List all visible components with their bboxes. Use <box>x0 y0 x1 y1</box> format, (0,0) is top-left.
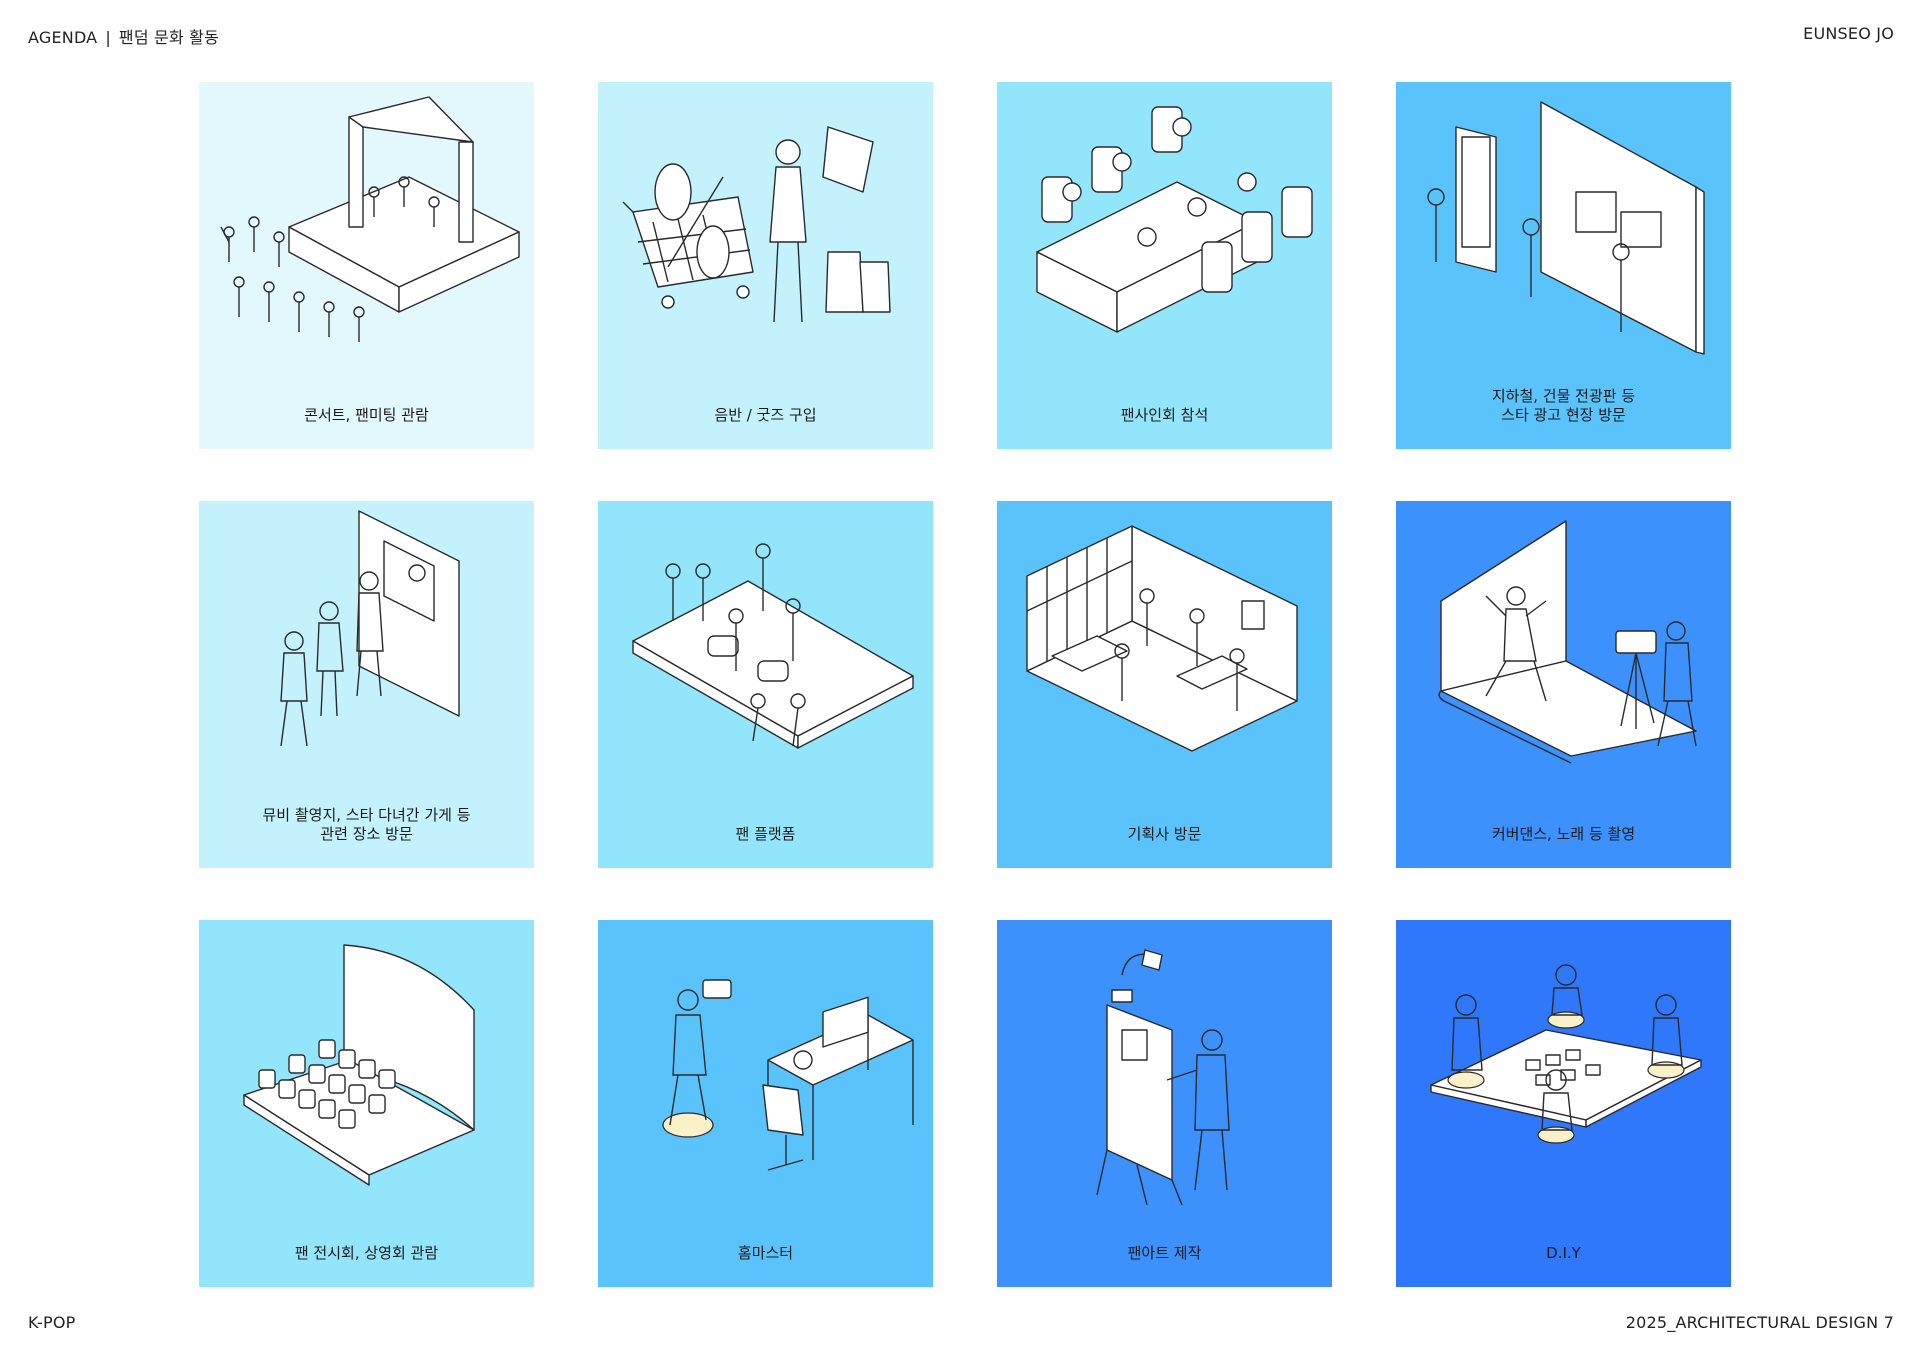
header-separator: | <box>105 28 111 47</box>
footer-course: 2025_ARCHITECTURAL DESIGN 7 <box>1625 1313 1894 1332</box>
diy-workshop-icon <box>1430 964 1702 1144</box>
card-billboard: 지하철, 건물 전광판 등 스타 광고 현장 방문 <box>1396 82 1731 449</box>
card-label: 기획사 방문 <box>1127 825 1202 843</box>
phone-platform-icon <box>632 543 914 749</box>
photographer-icon <box>662 979 914 1171</box>
card-agency: 기획사 방문 <box>997 501 1332 868</box>
card-label: 음반 / 굿즈 구입 <box>714 406 817 424</box>
screening-seats-icon <box>243 944 475 1186</box>
card-label: 커버댄스, 노래 등 촬영 <box>1491 825 1636 843</box>
card-label: 콘서트, 팬미팅 관람 <box>304 406 429 424</box>
fansign-table-icon <box>1036 106 1313 333</box>
card-label: 팬아트 제작 <box>1127 1244 1202 1262</box>
easel-drawing-icon <box>1096 949 1230 1206</box>
card-label: 홈마스터 <box>737 1244 794 1262</box>
card-screening: 팬 전시회, 상영회 관람 <box>199 920 534 1287</box>
camera-tripod-icon <box>1438 520 1697 764</box>
shop-window-icon <box>280 510 460 747</box>
card-label: 팬사인회 참석 <box>1120 406 1209 424</box>
billboard-icon <box>1427 101 1705 355</box>
header-agenda: AGENDA | 팬덤 문화 활동 <box>28 24 219 48</box>
footer-category: K-POP <box>28 1313 76 1332</box>
card-home-master: 홈마스터 <box>598 920 933 1287</box>
page-title: 팬덤 문화 활동 <box>118 28 220 47</box>
shopping-cart-icon <box>622 126 891 323</box>
card-fan-art: 팬아트 제작 <box>997 920 1332 1287</box>
section-label: AGENDA <box>28 28 98 47</box>
card-shop-visit: 뮤비 촬영지, 스타 다녀간 가게 등 관련 장소 방문 <box>199 501 534 868</box>
card-diy: D.I.Y <box>1396 920 1731 1287</box>
card-fan-platform: 팬 플랫폼 <box>598 501 933 868</box>
card-concert: 콘서트, 팬미팅 관람 <box>199 82 534 449</box>
card-label: 팬 플랫폼 <box>735 825 796 843</box>
activity-grid: 콘서트, 팬미팅 관람 음반 / 굿즈 구입 <box>199 82 1731 1287</box>
card-label: D.I.Y <box>1546 1244 1581 1262</box>
concert-stage-icon <box>220 96 520 342</box>
card-label: 뮤비 촬영지, 스타 다녀간 가게 등 관련 장소 방문 <box>262 806 471 843</box>
card-label: 팬 전시회, 상영회 관람 <box>294 1244 439 1262</box>
card-cover-dance: 커버댄스, 노래 등 촬영 <box>1396 501 1731 868</box>
card-label: 지하철, 건물 전광판 등 스타 광고 현장 방문 <box>1491 387 1636 424</box>
author-name: EUNSEO JO <box>1803 24 1894 43</box>
agency-room-icon <box>1026 525 1298 752</box>
card-fansign: 팬사인회 참석 <box>997 82 1332 449</box>
card-goods: 음반 / 굿즈 구입 <box>598 82 933 449</box>
